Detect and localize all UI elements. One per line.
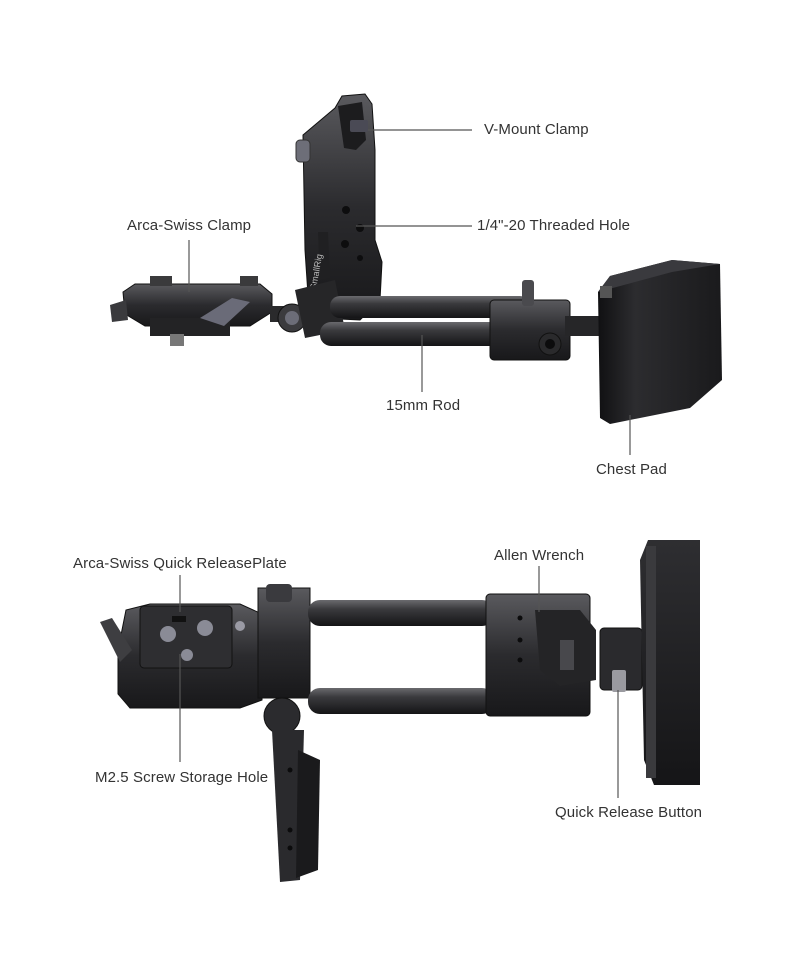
label-allen-wrench: Allen Wrench xyxy=(494,547,585,564)
rod-shapes-bottom xyxy=(308,600,494,714)
label-arca-swiss-clamp: Arca-Swiss Clamp xyxy=(127,217,252,234)
label-arca-quick-release-plate: Arca-Swiss Quick ReleasePlate xyxy=(73,555,287,572)
label-m25-screw-storage-hole: M2.5 Screw Storage Hole xyxy=(95,769,269,786)
arca-swiss-clamp-shape xyxy=(110,276,273,346)
rod-shapes-top xyxy=(320,296,530,346)
quick-release-mount-shape xyxy=(599,627,643,692)
label-threaded-hole: 1/4"-20 Threaded Hole xyxy=(477,217,631,234)
arca-plate-assembly-shape xyxy=(100,603,263,709)
label-chest-pad: Chest Pad xyxy=(596,461,667,478)
chest-pad-side-shape xyxy=(640,540,700,785)
chest-pad-shape xyxy=(598,260,722,424)
label-15mm-rod: 15mm Rod xyxy=(386,397,461,414)
label-v-mount-clamp: V-Mount Clamp xyxy=(484,121,589,138)
central-block-shape xyxy=(257,584,320,882)
label-quick-release-button: Quick Release Button xyxy=(555,804,703,821)
rear-block-shape xyxy=(489,280,605,361)
rod-clamp-block-shape xyxy=(485,593,596,717)
